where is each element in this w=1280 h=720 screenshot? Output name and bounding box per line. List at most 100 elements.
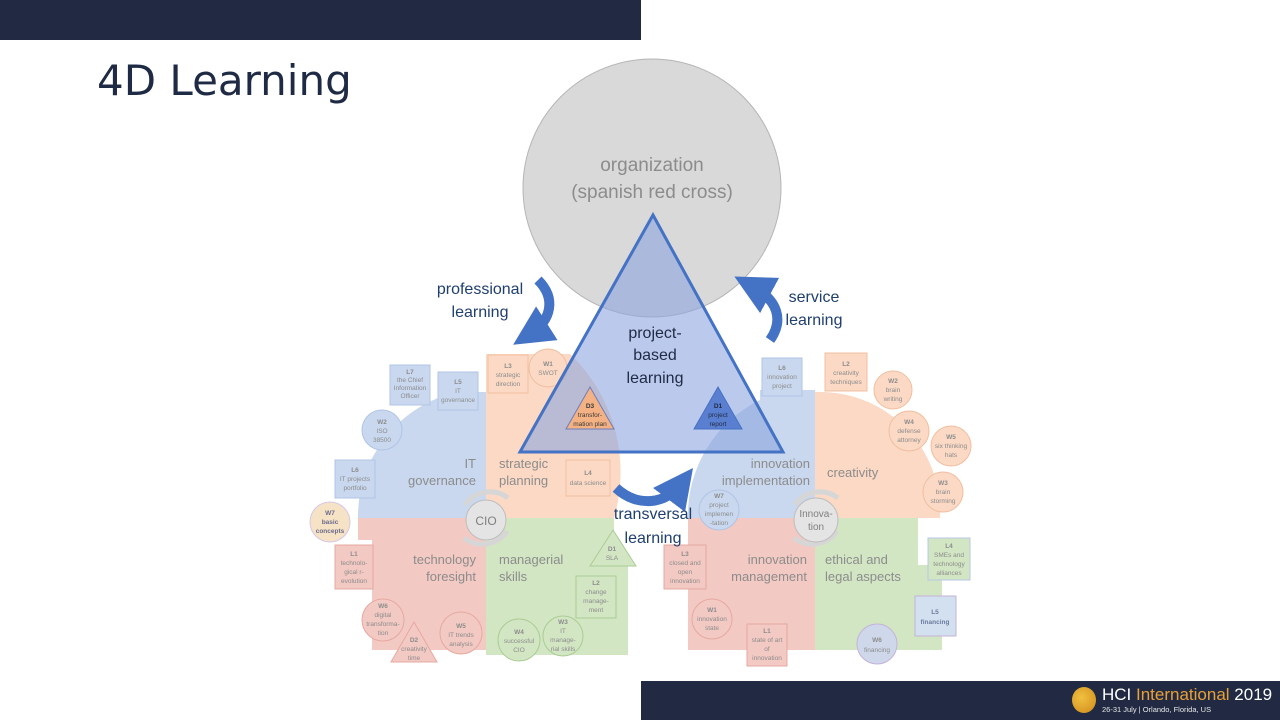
hub-ring [462, 529, 510, 547]
item-w7-circle [309, 501, 351, 543]
item-l2-change-box [575, 575, 617, 619]
item-l2-creativity-box [824, 352, 868, 392]
item-w5-circle [439, 611, 483, 655]
logo-brand-international: International [1136, 685, 1230, 704]
item-l3-box [487, 354, 529, 394]
item-w2-circle [361, 409, 403, 451]
item-w4-defense-circle [888, 410, 930, 452]
hub-innovation-label: Innova-tion [799, 509, 832, 533]
item-l4-box [565, 459, 611, 497]
hub-cio-label: CIO [475, 514, 496, 528]
item-w3-storming-circle [922, 471, 964, 513]
professional-learning-arrow [513, 276, 558, 345]
item-d1-sla-triangle [589, 529, 637, 567]
item-d2-triangle [390, 620, 438, 663]
item-l5-financing-box [914, 595, 957, 637]
hci-logo-icon [1072, 687, 1096, 713]
item-l1-box [334, 544, 374, 590]
marker-d1-triangle [693, 385, 743, 430]
item-w6-financing-circle [856, 623, 898, 665]
logo-subline: 26-31 July | Orlando, Florida, US [1102, 705, 1212, 714]
slide-title: 4D Learning [97, 56, 352, 105]
footer-bar [641, 681, 1280, 720]
item-l6-innovation-box [761, 357, 803, 397]
hub-innovation [793, 497, 839, 543]
item-w3-managerial-circle [542, 615, 584, 657]
service-learning-arrow [734, 276, 783, 343]
quadrant-label: creativity [827, 465, 879, 480]
quadrant-ethical-legal [815, 518, 942, 650]
hci-international-logo: HCI International 2019 26-31 July | Orla… [1072, 684, 1272, 718]
item-w5-hats-circle [930, 425, 972, 467]
hub-ring [792, 489, 840, 507]
transversal-learning-arrow [612, 468, 694, 513]
quadrant-it-governance [357, 392, 486, 518]
hub-ring [462, 489, 510, 507]
item-w2-brain-circle [873, 370, 913, 410]
item-w1-state-circle [691, 598, 733, 640]
quadrant-innovation-implementation [687, 390, 815, 518]
logo-brand-year: 2019 [1229, 685, 1273, 704]
marker-d3-triangle [565, 385, 615, 430]
item-w4-cio-circle [497, 618, 541, 662]
item-l3-open-box [663, 544, 707, 590]
item-l5-box [437, 371, 479, 411]
item-l6-box [334, 459, 376, 499]
quadrant-creativity [815, 391, 941, 518]
item-l4-smes-box [927, 537, 971, 581]
hub-ring [792, 529, 840, 547]
header-bar [0, 0, 641, 40]
item-l1-art-box [746, 623, 788, 667]
item-w7-project-circle [698, 489, 740, 531]
item-l7-box [389, 364, 431, 406]
logo-brand: HCI International 2019 [1102, 685, 1272, 705]
hub-cio [465, 499, 507, 541]
organization-label: organization(spanish red cross) [571, 155, 733, 203]
logo-brand-hci: HCI [1102, 685, 1136, 704]
